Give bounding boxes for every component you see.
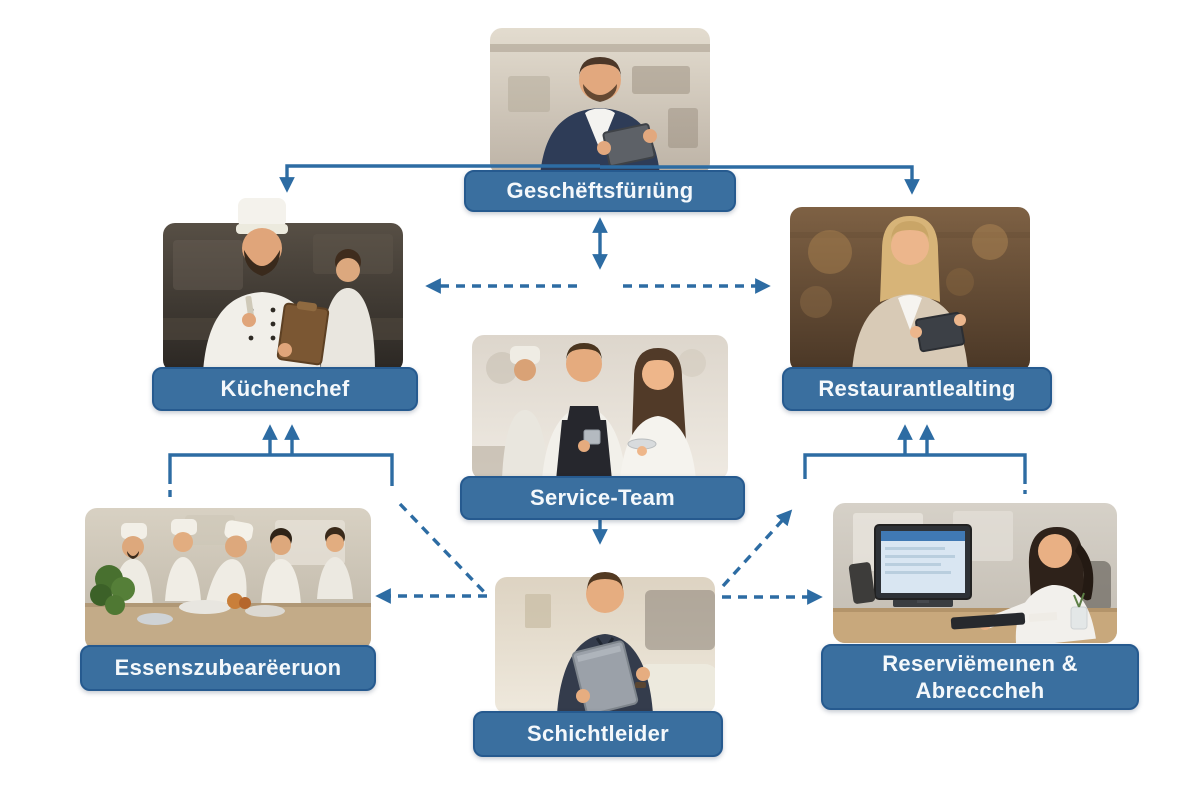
photo-essenszubereitung [85,508,371,650]
label-schichtleiter-text: Schichtleider [526,721,670,747]
label-reservierungen: Reserviëmeınen & Abrecccheh [821,644,1139,710]
label-service-team: Service-Team [460,476,745,520]
photo-reservierungen [833,503,1117,643]
photo-restaurantleitung [790,207,1030,372]
photo-service-team [472,335,728,480]
arrow-sl-to-rl-diagonal [721,509,793,588]
label-essenszubereitung-text: Essenszubearëeruon [114,655,342,681]
bracket-ra-rl [803,453,1027,479]
chef-figure [203,198,330,372]
background-chef-figure [502,346,548,480]
receptionist-figure [950,527,1096,643]
label-essenszubereitung: Essenszubearëeruon [80,645,376,691]
photo-kuechenchef [163,198,403,372]
label-service-team-text: Service-Team [529,485,676,511]
computer-monitor [848,524,972,607]
label-kuechenchef: Küchenchef [152,367,418,411]
label-kuechenchef-text: Küchenchef [220,376,350,402]
waitress-figure [620,348,696,480]
photo-schichtleiter [495,572,715,716]
manager-figure [540,57,660,175]
manager-woman-figure [852,216,968,372]
label-geschaeftsfuehrung: Geschëftsfürıüng [464,170,736,212]
label-restaurantleitung-text: Restaurantlealting [818,376,1016,402]
bracket-ez-kc [168,453,394,486]
label-reservierungen-line2: Abrecccheh [915,678,1045,703]
shift-leader-figure [557,572,653,716]
label-reservierungen-line1: Reserviëmeınen & [882,650,1078,676]
label-schichtleiter: Schichtleider [473,711,723,757]
photo-geschaeftsfuehrung [490,28,710,175]
background-cook-figure [321,249,375,372]
label-geschaeftsfuehrung-text: Geschëftsfürıüng [506,178,694,204]
waiter-figure [542,343,626,480]
table-with-food [85,565,371,650]
label-restaurantleitung: Restaurantlealting [782,367,1052,411]
